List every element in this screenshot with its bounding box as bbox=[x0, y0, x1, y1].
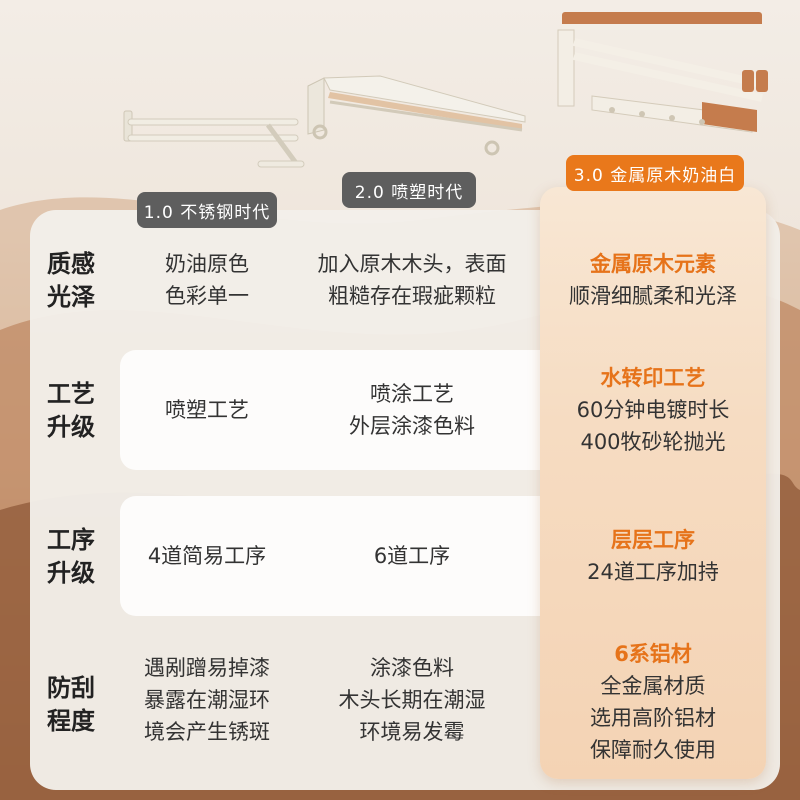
cell-process-v2: 6道工序 bbox=[373, 544, 451, 568]
towel-rack-v1-image bbox=[123, 110, 305, 168]
towel-rack-v2-image bbox=[307, 75, 526, 156]
row-label-texture: 质感光泽 bbox=[47, 250, 95, 311]
cell-scratch-v1: 遇剐蹭易掉漆暴露在潮湿环境会产生锈斑 bbox=[144, 656, 270, 744]
row-label-scratch: 防刮程度 bbox=[47, 674, 95, 735]
highlight-column-v3 bbox=[540, 187, 766, 779]
towel-rack-v3-image bbox=[557, 12, 768, 133]
cell-craft-v2: 喷涂工艺外层涂漆色料 bbox=[349, 382, 475, 438]
row-label-craft: 工艺升级 bbox=[47, 380, 95, 441]
row-band-craft bbox=[120, 350, 540, 470]
cell-process-v1: 4道简易工序 bbox=[147, 544, 267, 568]
cell-texture-v2: 加入原木木头，表面粗糙存在瑕疵颗粒 bbox=[317, 252, 507, 308]
row-label-process: 工序升级 bbox=[47, 526, 95, 587]
row-band-process bbox=[120, 496, 540, 616]
cell-texture-v1: 奶油原色色彩单一 bbox=[165, 252, 249, 308]
cell-scratch-v2: 涂漆色料木头长期在潮湿环境易发霉 bbox=[338, 656, 486, 744]
version-tag-1: 1.0 不锈钢时代 bbox=[137, 192, 277, 228]
version-tag-2: 2.0 喷塑时代 bbox=[342, 172, 476, 208]
cell-texture-v3: 金属原木元素顺滑细腻柔和光泽 bbox=[569, 252, 737, 308]
cell-craft-v1: 喷塑工艺 bbox=[165, 398, 249, 422]
version-tag-3: 3.0 金属原木奶油白 bbox=[566, 155, 744, 191]
cell-scratch-v3: 6系铝材全金属材质选用高阶铝材保障耐久使用 bbox=[590, 642, 716, 762]
